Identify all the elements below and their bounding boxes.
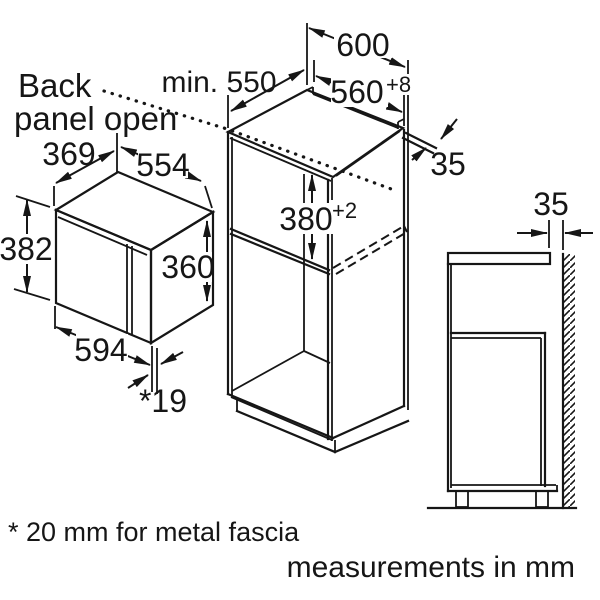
oven-side-face [149, 210, 215, 345]
back-panel-open-label-line2: panel open [14, 100, 177, 137]
back-panel-open-leader [102, 89, 396, 192]
cabinet-dimensions: min. 550 600 560 +8 35 380 +2 [161, 23, 466, 260]
units-note: measurements in mm [287, 551, 575, 584]
cabinet-shelf-hidden-edge [332, 225, 405, 269]
dim-oven-width-top: 554 [136, 147, 189, 183]
dim-oven-width-bottom: 594 [74, 332, 127, 368]
cabinet-rear-strip [404, 131, 438, 150]
dim-wall-clearance: 35 [533, 186, 569, 222]
oven-top-face [53, 170, 216, 252]
cabinet-shelf [229, 227, 331, 272]
oven-door-top-edge [57, 216, 148, 256]
oven-front-door-face [54, 208, 153, 345]
dim-niche-width: 560 [330, 74, 383, 110]
sideview-worktop [446, 251, 552, 266]
side-view-drawing [426, 251, 578, 510]
dim-niche-height: 380 [279, 201, 332, 237]
dim-cabinet-width: 600 [336, 27, 389, 63]
dim-oven-depth: 369 [42, 136, 95, 172]
oven-dimensions: 369 554 382 360 594 *19 [0, 133, 215, 419]
side-view-dimensions: 35 [517, 186, 593, 250]
oven-drawing [53, 170, 216, 394]
cabinet-shelf-hidden-edge [335, 231, 408, 275]
back-panel-open-label-line1: Back [18, 67, 92, 104]
cabinet-shelf-hidden-edge [403, 225, 408, 233]
cabinet-shelf [229, 232, 331, 276]
footnote-metal-fascia: * 20 mm for metal fascia [8, 517, 300, 547]
annotations: Back panel open * 20 mm for metal fascia… [8, 67, 575, 584]
wall-hatching [563, 254, 575, 508]
dim-cabinet-min-depth: min. 550 [161, 66, 276, 99]
dim-top-rear-gap: 35 [430, 146, 466, 182]
sideview-leg [535, 490, 549, 508]
dim-niche-width-tolerance: +8 [386, 72, 411, 97]
dim-oven-side-height: 360 [161, 249, 214, 285]
cabinet-plinth [333, 419, 410, 454]
dim-oven-height: 382 [0, 231, 53, 267]
sideview-leg [455, 490, 469, 508]
dim-oven-door-depth: *19 [139, 383, 187, 419]
dim-niche-height-tolerance: +2 [332, 198, 357, 223]
cabinet-plinth [235, 409, 337, 454]
